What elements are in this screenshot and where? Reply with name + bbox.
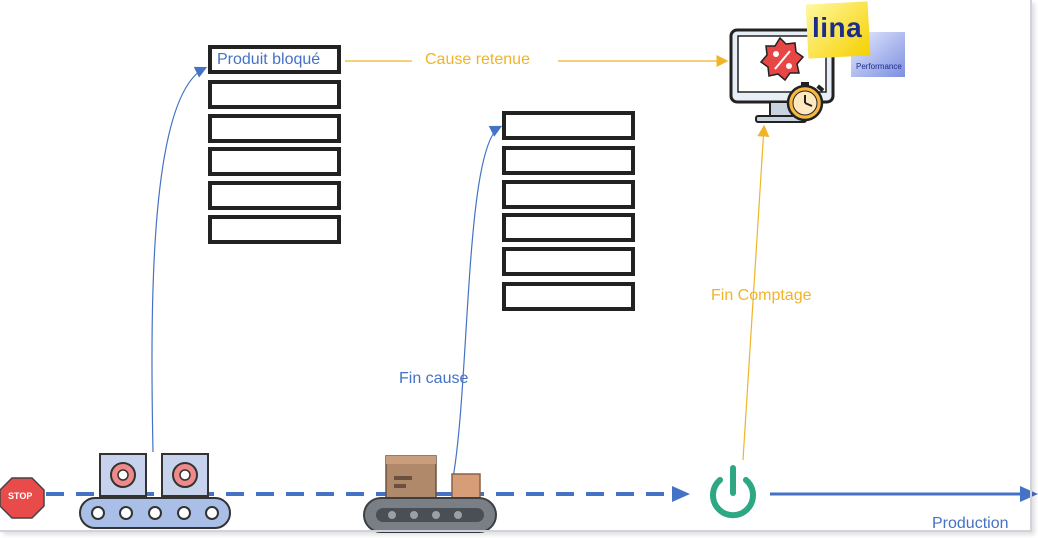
lina-logo-text: lina	[812, 12, 863, 43]
production-arrowhead	[1020, 486, 1038, 502]
stack-box	[208, 147, 341, 176]
power-button-icon	[710, 465, 756, 519]
conveyor-gears-icon	[79, 453, 231, 529]
dashed-line-arrowhead	[672, 486, 690, 502]
middle-box-stack	[502, 111, 635, 311]
fin-comptage-label: Fin Comptage	[711, 287, 812, 304]
stack-box	[502, 282, 635, 311]
production-label: Production	[932, 515, 1009, 532]
stack-box	[208, 181, 341, 210]
produit-bloque-arrow	[151, 66, 208, 453]
stack-box	[502, 111, 635, 140]
stack-box	[502, 247, 635, 276]
lina-logo	[805, 1, 905, 77]
stack-box	[208, 80, 341, 109]
box-produit-bloque	[208, 45, 341, 74]
stack-box	[208, 215, 341, 244]
stack-box	[502, 180, 635, 209]
stack-box	[208, 114, 341, 143]
stop-sign-icon	[0, 477, 45, 519]
lina-logo-subtitle: Performance	[856, 62, 902, 71]
cause-retenue-label: Cause retenue	[425, 51, 530, 68]
fin-cause-label: Fin cause	[399, 370, 469, 387]
stack-box	[502, 146, 635, 175]
produit-bloque-label: Produit bloqué	[217, 51, 321, 68]
stack-box	[502, 213, 635, 242]
fin-comptage-arrow	[742, 124, 770, 461]
conveyor-boxes-icon	[363, 455, 497, 533]
stop-sign-label: STOP	[8, 491, 33, 501]
fin-cause-arrow	[452, 125, 503, 479]
left-box-stack	[208, 45, 341, 244]
